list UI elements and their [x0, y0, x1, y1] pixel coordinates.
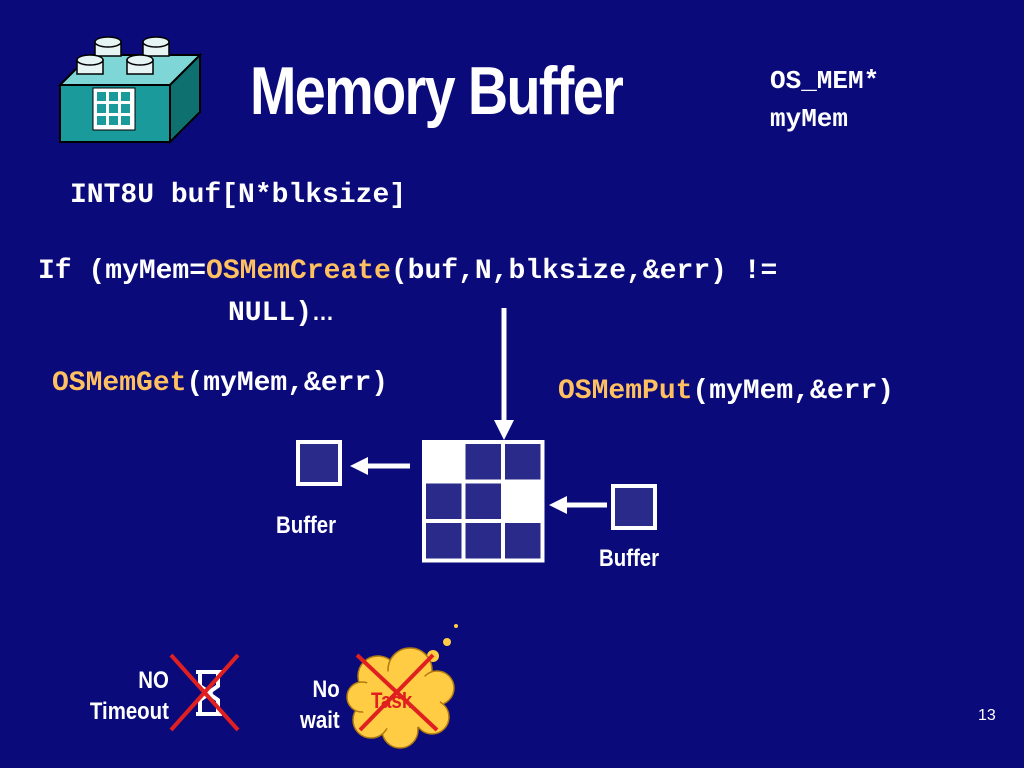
- create-call-ellipsis: …: [312, 300, 335, 325]
- no-wait-line2: wait: [300, 707, 340, 734]
- used-memory-block: [422, 519, 466, 563]
- get-call-args: (myMem,&err): [186, 368, 389, 399]
- arrow-left-icon: [350, 457, 410, 475]
- no-wait-line1: No: [312, 676, 340, 703]
- buffer-block-left: [296, 440, 342, 486]
- no-timeout-line2: Timeout: [90, 698, 169, 725]
- cross-out-mark: [355, 653, 439, 732]
- used-memory-block: [422, 479, 466, 523]
- pointer-decl-line1: OS_MEM*: [770, 66, 880, 96]
- no-timeout-label: NO Timeout: [90, 665, 169, 727]
- buffer-declaration: INT8U buf[N*blksize]: [70, 180, 407, 211]
- get-call: OSMemGet(myMem,&err): [52, 368, 388, 399]
- arrow-left-icon: [549, 496, 607, 514]
- slide-number: 13: [978, 707, 996, 724]
- buffer-label-left: Buffer: [276, 512, 337, 539]
- put-call: OSMemPut(myMem,&err): [558, 376, 894, 407]
- create-call-line1: If (myMem=OSMemCreate(buf,N,blksize,&err…: [38, 256, 777, 287]
- buffer-block-right: [611, 484, 657, 530]
- put-call-function: OSMemPut: [558, 376, 693, 407]
- slide-title: Memory Buffer: [250, 53, 624, 129]
- task-label: Task: [371, 688, 413, 713]
- free-memory-block: [501, 479, 545, 523]
- create-call-prefix: If (myMem=: [38, 256, 207, 287]
- used-memory-block: [461, 440, 505, 484]
- buffer-label-right: Buffer: [599, 545, 660, 572]
- arrow-down-icon: [494, 308, 514, 440]
- used-memory-block: [461, 479, 505, 523]
- lego-brick-icon: [57, 36, 203, 145]
- used-memory-block: [501, 519, 545, 563]
- free-memory-block: [422, 440, 466, 484]
- pointer-decl-line2: myMem: [770, 104, 849, 134]
- hourglass-icon: [196, 670, 222, 716]
- create-call-function: OSMemCreate: [206, 256, 391, 287]
- get-call-function: OSMemGet: [52, 368, 187, 399]
- create-call-args: (buf,N,blksize,&err) !=: [390, 256, 778, 287]
- used-memory-block: [501, 440, 545, 484]
- memory-partition-grid: [422, 440, 545, 563]
- no-wait-label: No wait: [300, 674, 340, 736]
- no-timeout-line1: NO: [138, 667, 169, 694]
- create-call-line2: NULL)…: [228, 298, 334, 329]
- put-call-args: (myMem,&err): [692, 376, 895, 407]
- pointer-declaration: OS_MEM* myMem: [770, 62, 879, 138]
- create-call-null: NULL): [228, 298, 313, 329]
- cross-out-mark: [169, 653, 240, 732]
- used-memory-block: [461, 519, 505, 563]
